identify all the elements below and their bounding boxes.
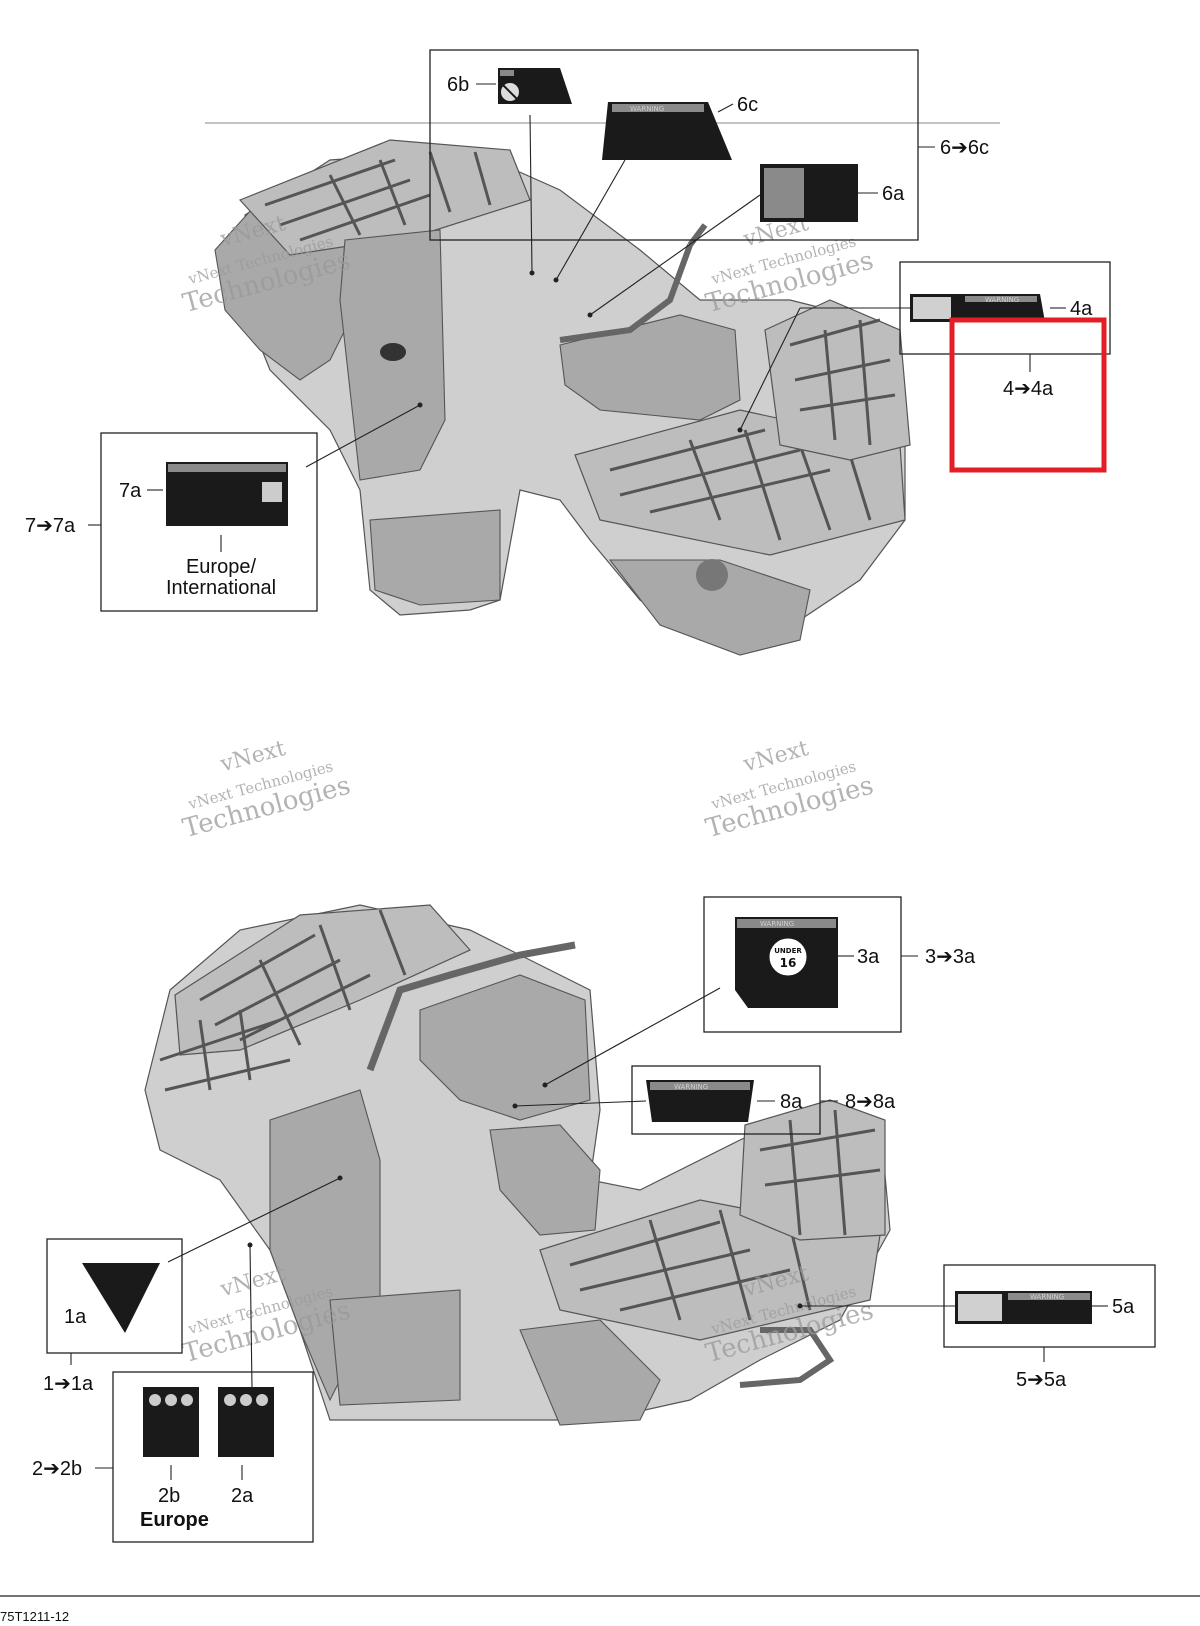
callout-group-6: 6➔6c 6b WARNING 6c 6a [205, 49, 1000, 318]
svg-text:WARNING: WARNING [674, 1083, 708, 1091]
callout-1-1a: 1➔1a [43, 1373, 94, 1395]
decal-6c-icon [602, 102, 732, 160]
highlight-box [949, 317, 1107, 473]
label-europe: Europe [140, 1509, 209, 1531]
callout-box-8 [631, 1065, 821, 1135]
callout-7-7a: 7➔7a [25, 515, 76, 537]
callout-box-6 [429, 49, 919, 241]
callout-group-2: 2b 2a Europe 2➔2b [32, 1242, 314, 1543]
callout-box-2 [112, 1371, 314, 1543]
callout-3a: 3a [857, 946, 880, 968]
svg-text:WARNING: WARNING [760, 920, 794, 928]
callout-1a: 1a [64, 1306, 87, 1328]
svg-text:WARNING: WARNING [985, 296, 1019, 304]
bottom-vehicle-illustration [144, 904, 891, 1426]
callout-5a: 5a [1112, 1296, 1135, 1318]
callout-2a: 2a [231, 1485, 254, 1507]
callout-5-5a: 5➔5a [1016, 1369, 1067, 1391]
callout-7a: 7a [119, 480, 142, 502]
label-europe-international-1: Europe/ [186, 556, 256, 578]
callout-8-8a: 8➔8a [845, 1091, 896, 1113]
footer: 75T1211-12 [0, 1595, 1200, 1624]
callout-box-1 [46, 1238, 183, 1354]
watermark-mid-right: vNext vNext Technologies Technologies [703, 736, 877, 844]
svg-text:WARNING: WARNING [1030, 1293, 1064, 1301]
callout-box-3 [703, 896, 902, 1033]
decal-1a-icon [82, 1263, 160, 1333]
callout-6c: 6c [737, 94, 758, 116]
callout-group-7: 7a Europe/ International 7➔7a [25, 402, 423, 612]
svg-text:16: 16 [780, 956, 797, 970]
svg-text:WARNING: WARNING [630, 105, 664, 113]
label-europe-international-2: International [166, 577, 276, 599]
callout-4a: 4a [1070, 298, 1093, 320]
callout-3-3a: 3➔3a [925, 946, 976, 968]
svg-text:UNDER: UNDER [774, 947, 802, 955]
callout-2-2b: 2➔2b [32, 1458, 82, 1480]
drawing-code: 75T1211-12 [0, 1609, 69, 1624]
top-vehicle-illustration [214, 139, 911, 656]
watermark-mid-left: vNext vNext Technologies Technologies [180, 736, 354, 844]
callout-group-4: WARNING 4a 4➔4a [737, 261, 1111, 473]
callout-group-8: WARNING 8a 8➔8a [512, 1065, 896, 1135]
callout-2b: 2b [158, 1485, 180, 1507]
decal-8a-icon [646, 1080, 754, 1122]
callout-6b: 6b [447, 74, 469, 96]
callout-4-4a: 4➔4a [1003, 378, 1054, 400]
callout-6a: 6a [882, 183, 905, 205]
callout-group-3: WARNING UNDER 16 3a 3➔3a [542, 896, 976, 1088]
callout-box-7 [100, 432, 318, 612]
callout-group-1: 1a 1➔1a [43, 1175, 343, 1395]
callout-group-5: WARNING 5a 5➔5a [797, 1264, 1156, 1391]
callout-8a: 8a [780, 1091, 803, 1113]
callout-6-6c: 6➔6c [940, 137, 989, 159]
